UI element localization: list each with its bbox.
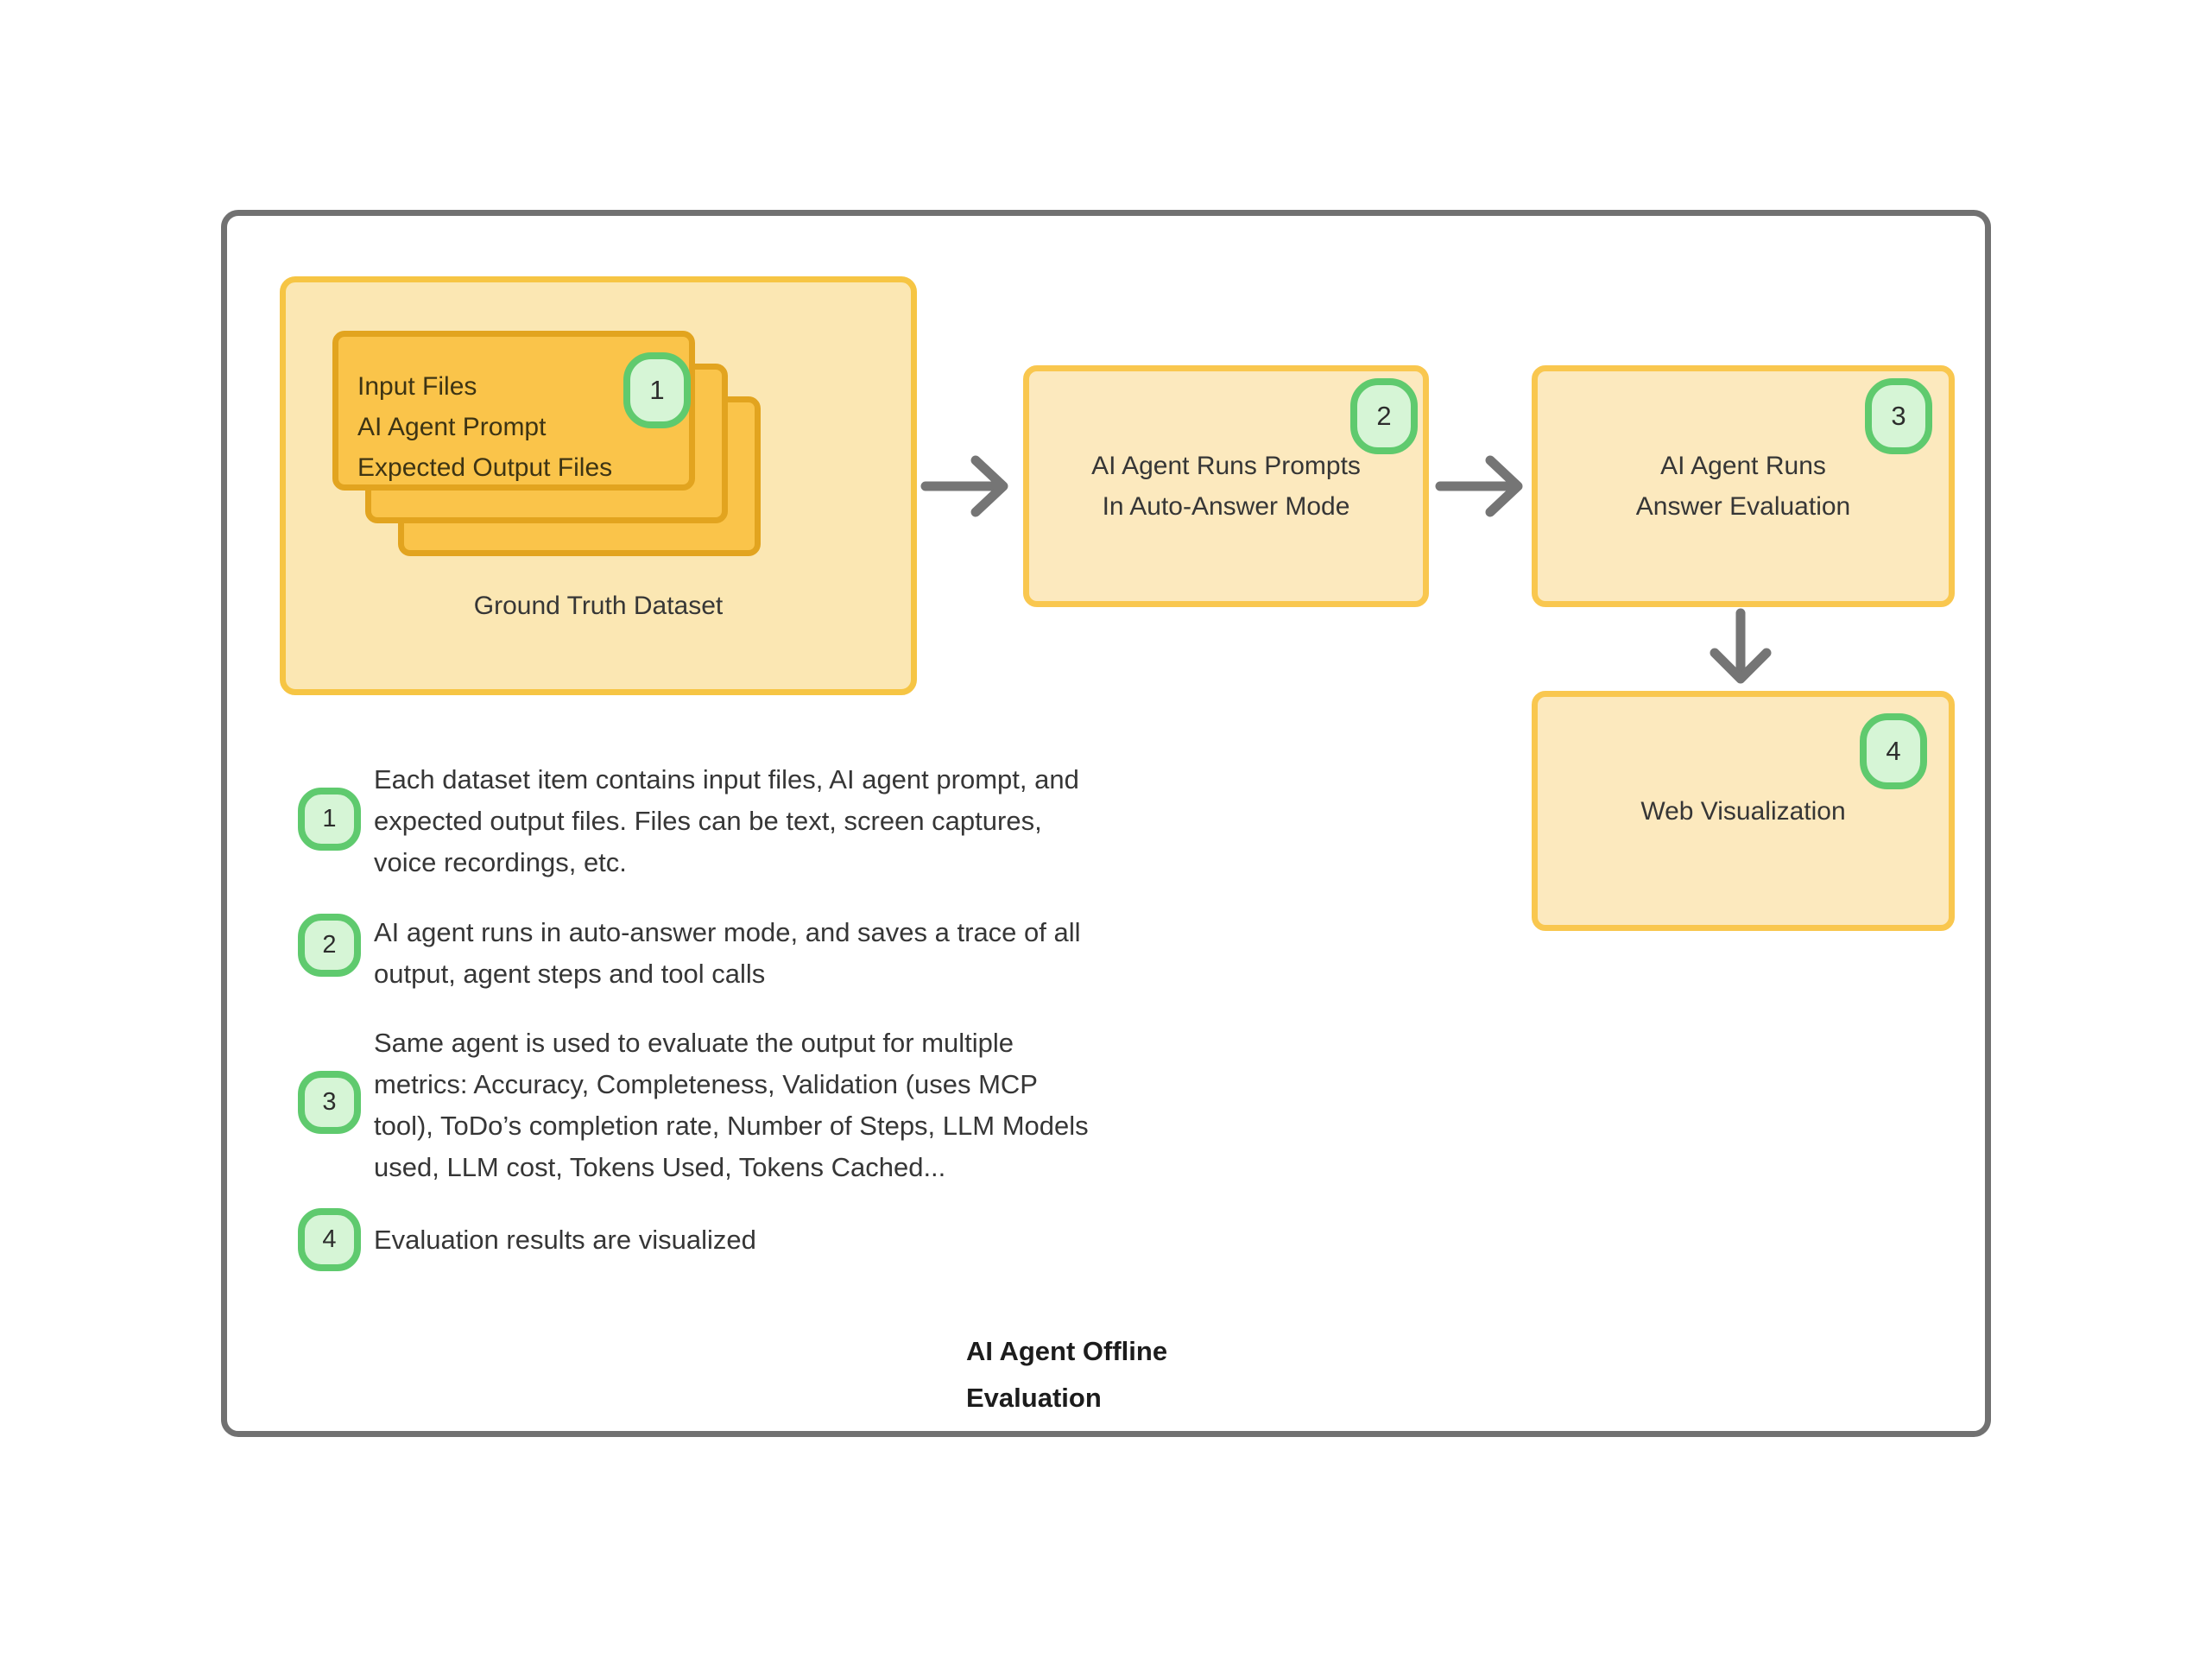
- legend-text-line: metrics: Accuracy, Completeness, Validat…: [374, 1069, 1038, 1099]
- box-label-line: AI Agent Runs Prompts: [1091, 452, 1361, 480]
- step-badge-4: 4: [1860, 713, 1927, 789]
- legend-text-line: Same agent is used to evaluate the outpu…: [374, 1028, 1014, 1058]
- legend-item-1: Each dataset item contains input files, …: [374, 759, 1079, 883]
- legend-text-line: voice recordings, etc.: [374, 847, 627, 877]
- legend-text-line: tool), ToDo’s completion rate, Number of…: [374, 1111, 1089, 1141]
- legend-badge-1: 1: [298, 788, 361, 851]
- arrow-down-icon: [1710, 608, 1772, 684]
- legend-badge-2: 2: [298, 914, 361, 977]
- box-label-line: Answer Evaluation: [1635, 492, 1851, 521]
- legend-text-line: used, LLM cost, Tokens Used, Tokens Cach…: [374, 1152, 946, 1182]
- legend-item-3: Same agent is used to evaluate the outpu…: [374, 1022, 1089, 1188]
- box-label-line: Web Visualization: [1640, 796, 1846, 826]
- ground-truth-label: Ground Truth Dataset: [473, 592, 724, 620]
- step-badge-3: 3: [1865, 378, 1932, 454]
- diagram-title-line: Evaluation: [966, 1383, 1102, 1413]
- legend-item-4: Evaluation results are visualized: [374, 1219, 756, 1261]
- box-label-line: AI Agent Runs: [1660, 452, 1826, 480]
- card-line-expected-output: Expected Output Files: [357, 453, 613, 482]
- legend-text-line: expected output files. Files can be text…: [374, 806, 1042, 836]
- card-line-input-files: Input Files: [357, 372, 477, 401]
- diagram-title: AI Agent Offline Evaluation: [966, 1328, 1167, 1421]
- legend-text-line: Each dataset item contains input files, …: [374, 764, 1079, 795]
- legend-text-line: output, agent steps and tool calls: [374, 959, 766, 989]
- legend-text-line: AI agent runs in auto-answer mode, and s…: [374, 917, 1081, 947]
- process-box-auto-answer: AI Agent Runs Prompts In Auto-Answer Mod…: [1023, 365, 1429, 607]
- step-badge-2: 2: [1350, 378, 1418, 454]
- legend-badge-3: 3: [298, 1071, 361, 1134]
- step-badge-1: 1: [623, 352, 691, 428]
- card-line-agent-prompt: AI Agent Prompt: [357, 413, 547, 441]
- legend-text-line: Evaluation results are visualized: [374, 1225, 756, 1255]
- diagram-title-line: AI Agent Offline: [966, 1336, 1168, 1366]
- arrow-right-icon: [920, 455, 1008, 517]
- dataset-card-front: Input Files AI Agent Prompt Expected Out…: [332, 331, 695, 491]
- legend-badge-4: 4: [298, 1208, 361, 1271]
- legend-item-2: AI agent runs in auto-answer mode, and s…: [374, 912, 1081, 995]
- arrow-right-icon: [1435, 455, 1523, 517]
- box-label-line: In Auto-Answer Mode: [1102, 492, 1350, 521]
